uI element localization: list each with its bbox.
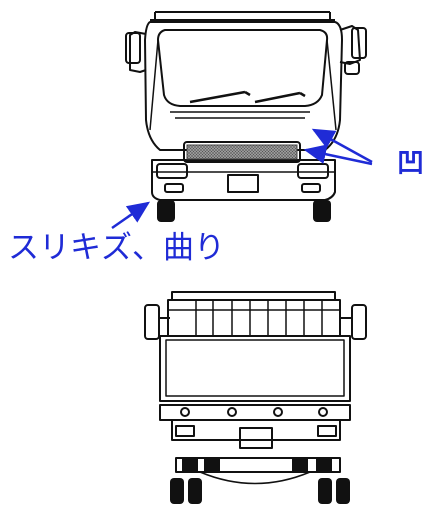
- rear-chassis: [171, 419, 341, 441]
- underrun-guard-stripes: [182, 459, 332, 471]
- left-headlight: [156, 163, 188, 179]
- grille-frame: [183, 141, 301, 163]
- dent-arrow-lower: [303, 144, 373, 166]
- dent-arrow-upper: [311, 128, 373, 164]
- tailgate-bottom: [159, 404, 351, 421]
- scratch-arrow: [111, 201, 151, 230]
- rear-right-wheel-outer: [336, 478, 350, 504]
- right-mirror: [339, 25, 361, 65]
- tailgate-inner: [165, 339, 345, 397]
- rear-left-wheel-outer: [170, 478, 184, 504]
- roof-rack: [150, 11, 335, 21]
- cab-outline: [144, 21, 343, 151]
- front-right-wheel: [313, 200, 331, 222]
- right-mirror-glass: [351, 27, 367, 59]
- underrun-guard: [175, 457, 341, 473]
- rear-right-lamp: [317, 425, 337, 437]
- windshield: [157, 29, 329, 107]
- right-lower-mirror: [344, 61, 360, 75]
- scratch-bend-label: スリキズ、曲り: [8, 230, 225, 266]
- rear-right-wheel-inner: [318, 478, 332, 504]
- truck-rear-view: [144, 291, 367, 485]
- front-panel: [170, 111, 310, 119]
- front-bumper: [151, 159, 336, 201]
- annotation-arrows: [111, 128, 373, 230]
- rear-license-plate: [239, 427, 273, 449]
- rear-wheels: [170, 478, 350, 504]
- front-grille: [186, 144, 298, 160]
- truck-front-view: [125, 11, 367, 201]
- rear-gate-frame: [167, 299, 341, 337]
- left-fog-light: [164, 183, 184, 193]
- rear-gate-bars: [195, 300, 323, 336]
- door-lines: [149, 39, 337, 131]
- rear-axle: [199, 471, 311, 485]
- wipers: [189, 90, 306, 104]
- left-mirror-glass: [125, 32, 141, 64]
- right-fog-light: [301, 183, 321, 193]
- tailgate: [159, 335, 351, 402]
- rear-left-wheel-inner: [188, 478, 202, 504]
- rear-left-lamp: [175, 425, 195, 437]
- rear-cab-top: [171, 291, 336, 301]
- front-license-plate: [227, 174, 259, 193]
- front-left-wheel: [157, 200, 175, 222]
- dent-label: 凹: [397, 148, 424, 179]
- rear-left-mirror: [144, 304, 160, 340]
- rear-right-mirror: [351, 304, 367, 340]
- left-mirror: [129, 31, 147, 73]
- tailgate-hinges: [180, 407, 328, 417]
- right-headlight: [297, 163, 329, 179]
